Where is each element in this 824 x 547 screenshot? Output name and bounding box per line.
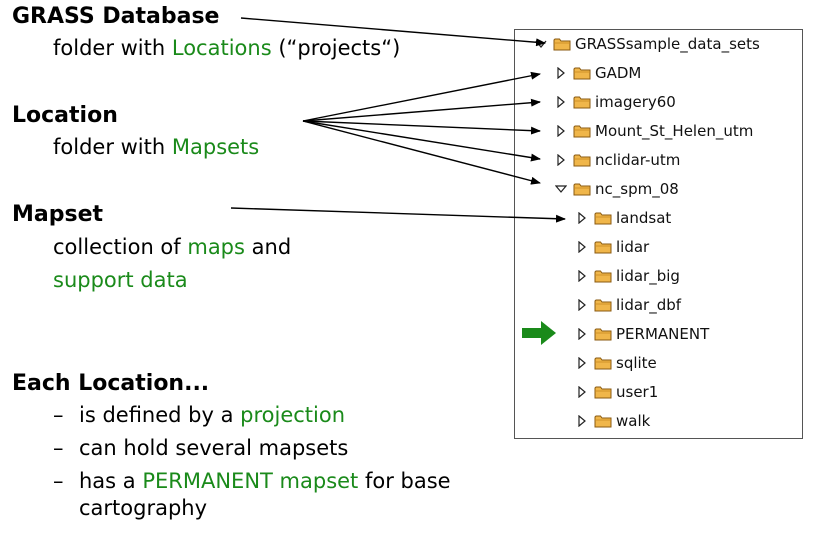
grass-db-desc-suffix: (“projects“) (271, 36, 401, 60)
chevron-right-icon[interactable] (553, 65, 569, 81)
tree-root-row[interactable]: GRASSsample_data_sets (533, 33, 760, 55)
chevron-right-icon[interactable] (574, 413, 590, 429)
arrow-location-to-mount-st-helen (302, 120, 541, 135)
folder-icon (594, 414, 612, 428)
arrow-database-to-root (240, 17, 546, 47)
tree-mapset-row[interactable]: landsat (574, 207, 671, 229)
mapset-desc-prefix: collection of (53, 235, 188, 259)
tree-mapset-row[interactable]: lidar_big (574, 265, 680, 287)
locations-term: Locations (171, 36, 272, 60)
folder-icon (594, 385, 612, 399)
bullet-permanent-mapset: –has a PERMANENT mapset for base (53, 469, 451, 493)
bullet3-line2: cartography (79, 496, 208, 520)
arrow-location-to-nc-spm (302, 120, 541, 185)
tree-item-label: walk (616, 412, 651, 430)
tree-item-label: user1 (616, 383, 659, 401)
arrow-location-to-imagery60 (302, 98, 541, 122)
tree-mapset-row[interactable]: lidar (574, 236, 649, 258)
bullet1-prefix: is defined by a (79, 403, 241, 427)
tree-location-row[interactable]: Mount_St_Helen_utm (553, 120, 753, 142)
grass-database-description: folder with Locations (“projects“) (53, 36, 400, 60)
tree-mapset-row[interactable]: lidar_dbf (574, 294, 681, 316)
location-description: folder with Mapsets (53, 135, 259, 159)
location-desc-prefix: folder with (53, 135, 172, 159)
tree-item-label: nc_spm_08 (595, 180, 679, 198)
folder-icon (573, 182, 591, 196)
mapset-heading: Mapset (12, 202, 104, 227)
tree-mapset-row[interactable]: user1 (574, 381, 658, 403)
chevron-right-icon[interactable] (553, 94, 569, 110)
folder-icon (594, 327, 612, 341)
tree-location-row[interactable]: nclidar-utm (553, 149, 680, 171)
mapsets-term: Mapsets (171, 135, 260, 159)
tree-item-label: GADM (595, 64, 642, 82)
green-arrow-icon (522, 321, 556, 345)
bullet-several-mapsets: –can hold several mapsets (53, 436, 348, 460)
chevron-right-icon[interactable] (574, 268, 590, 284)
folder-icon (573, 153, 591, 167)
folder-icon (594, 211, 612, 225)
tree-location-row[interactable]: imagery60 (553, 91, 676, 113)
chevron-right-icon[interactable] (574, 239, 590, 255)
bullet-projection: –is defined by a projection (53, 403, 345, 427)
each-location-heading: Each Location... (12, 371, 210, 396)
projection-term: projection (240, 403, 346, 427)
grass-db-desc-prefix: folder with (53, 36, 172, 60)
bullet2-text: can hold several mapsets (79, 436, 349, 460)
tree-item-label: nclidar-utm (595, 151, 681, 169)
bullet3-prefix: has a (79, 469, 143, 493)
tree-item-label: PERMANENT (616, 325, 710, 343)
tree-mapset-row[interactable]: PERMANENT (574, 323, 709, 345)
chevron-right-icon[interactable] (553, 123, 569, 139)
folder-icon (573, 124, 591, 138)
folder-icon (594, 298, 612, 312)
tree-item-label: lidar (616, 238, 650, 256)
tree-item-label: lidar_dbf (616, 296, 682, 314)
tree-mapset-row[interactable]: sqlite (574, 352, 657, 374)
dash: – (53, 403, 64, 427)
tree-item-label: lidar_big (616, 267, 680, 285)
chevron-right-icon[interactable] (574, 355, 590, 371)
tree-item-label: Mount_St_Helen_utm (595, 122, 754, 140)
chevron-down-icon[interactable] (553, 181, 569, 197)
folder-icon (573, 66, 591, 80)
tree-mapset-row[interactable]: walk (574, 410, 650, 432)
arrow-location-to-nclidar (302, 120, 541, 162)
maps-term: maps (187, 235, 245, 259)
folder-icon (553, 37, 571, 51)
chevron-right-icon[interactable] (574, 297, 590, 313)
chevron-right-icon[interactable] (574, 210, 590, 226)
tree-item-label: landsat (616, 209, 672, 227)
tree-location-row[interactable]: GADM (553, 62, 641, 84)
folder-icon (594, 240, 612, 254)
chevron-right-icon[interactable] (553, 152, 569, 168)
permanent-mapset-term: PERMANENT mapset (142, 469, 359, 493)
support-data-term: support data (53, 268, 188, 292)
folder-icon (594, 269, 612, 283)
grass-database-heading: GRASS Database (12, 4, 220, 29)
arrow-location-to-gadm (302, 71, 541, 122)
mapset-description-line1: collection of maps and (53, 235, 291, 259)
tree-item-label: sqlite (616, 354, 657, 372)
folder-icon (573, 95, 591, 109)
location-heading: Location (12, 103, 118, 128)
mapset-desc-mid: and (244, 235, 292, 259)
tree-item-label: imagery60 (595, 93, 676, 111)
tree-location-row[interactable]: nc_spm_08 (553, 178, 679, 200)
bullet3-suffix: for base (358, 469, 451, 493)
tree-root-label: GRASSsample_data_sets (575, 35, 760, 53)
chevron-right-icon[interactable] (574, 384, 590, 400)
chevron-right-icon[interactable] (574, 326, 590, 342)
arrow-mapset-to-landsat (230, 207, 566, 223)
folder-icon (594, 356, 612, 370)
dash: – (53, 469, 64, 493)
dash: – (53, 436, 64, 460)
